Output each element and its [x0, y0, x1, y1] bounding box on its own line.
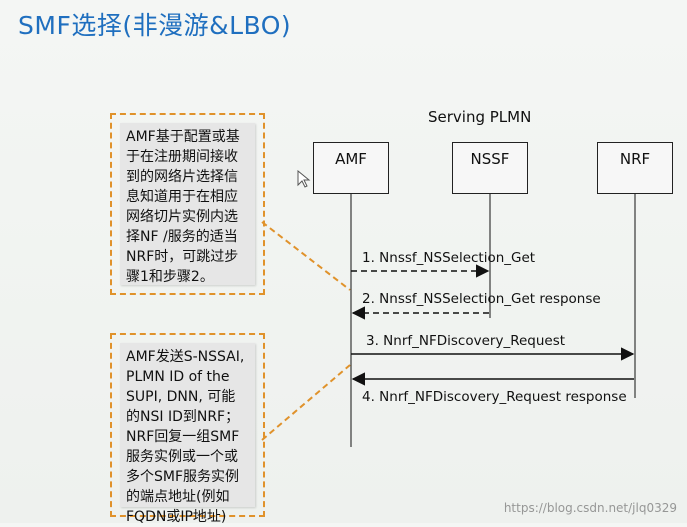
- nrf-node: NRF: [597, 142, 673, 194]
- message-label-4: 4. Nnrf_NFDiscovery_Request response: [362, 389, 627, 405]
- message-label-3: 3. Nnrf_NFDiscovery_Request: [366, 333, 565, 349]
- serving-plmn-label: Serving PLMN: [428, 108, 532, 126]
- note-box-nrf-request: AMF发送S-NSSAI, PLMN ID of the SUPI, DNN, …: [110, 333, 265, 525]
- amf-node: AMF: [313, 142, 389, 194]
- watermark: https://blog.csdn.net/jlq0329: [503, 501, 677, 515]
- slide-title: SMF选择(非漫游&LBO): [18, 11, 292, 40]
- callout-line-2: [261, 364, 351, 441]
- callout-line-1: [261, 221, 351, 291]
- mouse-cursor-icon: [297, 170, 311, 188]
- note-text-skip-steps: AMF基于配置或基于在注册期间接收到的网络片选择信息知道用于在相应网络切片实例内…: [120, 123, 255, 285]
- message-label-2: 2. Nnssf_NSSelection_Get response: [362, 291, 601, 307]
- note-text-nrf-request: AMF发送S-NSSAI, PLMN ID of the SUPI, DNN, …: [120, 343, 255, 525]
- nssf-node: NSSF: [452, 142, 528, 194]
- message-label-1: 1. Nnssf_NSSelection_Get: [362, 250, 535, 266]
- note-box-skip-steps: AMF基于配置或基于在注册期间接收到的网络片选择信息知道用于在相应网络切片实例内…: [110, 113, 265, 295]
